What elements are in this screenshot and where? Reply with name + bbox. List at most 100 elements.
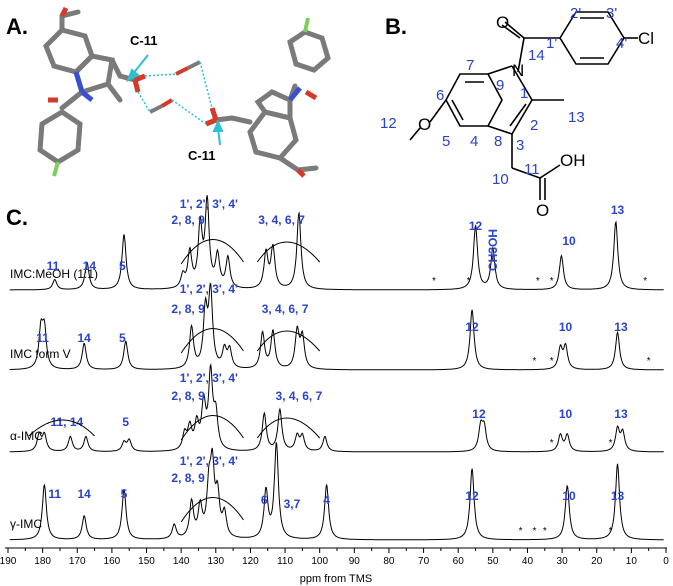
peak-label: 10 xyxy=(559,407,573,421)
peak-label: 11 xyxy=(47,259,60,273)
peak-label: 14 xyxy=(78,331,92,345)
x-tick-label: 90 xyxy=(349,556,361,567)
atom-o-ether: O xyxy=(418,115,431,134)
num-13: 13 xyxy=(568,109,585,126)
peak-label: 6 xyxy=(261,493,268,507)
panel-a-letter: A. xyxy=(6,14,28,39)
group-arc xyxy=(180,328,244,354)
spinning-sideband-marker: * xyxy=(550,356,554,367)
peak-label: 12 xyxy=(469,219,483,233)
peak-label: 13 xyxy=(614,407,628,421)
spectrum-trace xyxy=(9,282,664,371)
x-tick-label: 110 xyxy=(277,556,293,567)
peak-label: 1', 2', 3', 4' xyxy=(180,282,238,296)
peak-label: 10 xyxy=(562,234,576,248)
num-3: 3 xyxy=(516,137,524,154)
peak-label: 10 xyxy=(559,320,573,334)
x-axis-title: ppm from TMS xyxy=(300,573,373,585)
num-3p: 3' xyxy=(606,5,617,22)
peak-label: 3, 4, 6, 7 xyxy=(258,213,305,227)
peak-label: 13 xyxy=(614,320,628,334)
num-4p: 4' xyxy=(616,35,627,52)
peak-label: 13 xyxy=(611,203,625,217)
group-arc xyxy=(180,239,244,265)
x-tick-label: 80 xyxy=(383,556,395,567)
spinning-sideband-marker: * xyxy=(543,526,547,537)
x-tick-label: 140 xyxy=(173,556,190,567)
peak-label: 5 xyxy=(119,259,126,273)
x-tick-label: 40 xyxy=(522,556,534,567)
spectrum-name: γ-IMC xyxy=(10,517,42,531)
peak-label: 10 xyxy=(562,489,576,503)
num-4: 4 xyxy=(470,133,478,150)
peak-label: 5 xyxy=(119,331,126,345)
peak-label: 14 xyxy=(78,487,92,501)
peak-label: 1', 2', 3', 4' xyxy=(180,454,238,468)
group-arc xyxy=(256,417,321,439)
x-tick-label: 130 xyxy=(207,556,224,567)
num-8: 8 xyxy=(494,133,502,150)
peak-label: 12 xyxy=(465,320,479,334)
x-tick-label: 190 xyxy=(0,556,17,567)
spinning-sideband-marker: * xyxy=(647,356,651,367)
spinning-sideband-marker: * xyxy=(609,438,613,449)
x-tick-label: 20 xyxy=(591,556,603,567)
panel-c-letter: C. xyxy=(6,205,28,230)
x-tick-label: 0 xyxy=(663,556,669,567)
spectrum-trace xyxy=(9,195,664,291)
num-12: 12 xyxy=(380,115,397,132)
x-tick-label: 50 xyxy=(487,556,499,567)
peak-label: 2, 8, 9 xyxy=(171,302,205,316)
peak-label: 11 xyxy=(48,487,61,501)
group-arc xyxy=(28,419,95,437)
x-tick-label: 100 xyxy=(311,556,328,567)
peak-label: 14 xyxy=(83,259,97,273)
num-1: 1 xyxy=(520,85,528,102)
spectrum-name: α-IMC xyxy=(10,429,43,443)
peak-label: 3, 4, 6, 7 xyxy=(262,302,309,316)
group-arc xyxy=(180,497,244,523)
num-2: 2 xyxy=(530,117,538,134)
peak-label: 2, 8, 9 xyxy=(171,213,205,227)
peak-label: 1', 2', 3', 4' xyxy=(180,197,238,211)
num-7: 7 xyxy=(466,57,474,74)
atom-n: N xyxy=(512,61,524,80)
c11-label-bottom: C-11 xyxy=(188,148,215,163)
peak-label: 3,7 xyxy=(284,497,301,511)
spinning-sideband-marker: * xyxy=(550,276,554,287)
spinning-sideband-marker: * xyxy=(643,276,647,287)
num-14: 14 xyxy=(528,47,545,64)
panel-b-letter: B. xyxy=(385,14,407,39)
num-5: 5 xyxy=(442,133,450,150)
spinning-sideband-marker: * xyxy=(519,526,523,537)
num-1p: 1' xyxy=(546,35,557,52)
x-tick-label: 160 xyxy=(104,556,121,567)
atom-oh: OH xyxy=(560,151,586,170)
num-10: 10 xyxy=(492,171,509,188)
peak-label: 4 xyxy=(323,493,330,507)
spectrum-name: IMC form V xyxy=(10,347,71,361)
peak-label: 3, 4, 6, 7 xyxy=(276,389,323,403)
peak-label: 12 xyxy=(472,407,486,421)
peak-label: 13 xyxy=(611,489,625,503)
crystal-structure-image xyxy=(37,6,331,178)
indomethacin-structure xyxy=(409,11,638,200)
x-tick-label: 170 xyxy=(69,556,86,567)
spinning-sideband-marker: * xyxy=(432,276,436,287)
peak-label: CH3OH xyxy=(486,229,500,271)
x-tick-label: 70 xyxy=(418,556,430,567)
peak-label: 5 xyxy=(122,415,129,429)
atom-o-carbonyl: O xyxy=(496,13,509,32)
num-6: 6 xyxy=(436,87,444,104)
spectrum-trace xyxy=(9,362,664,453)
peak-label: 11, 14 xyxy=(51,415,84,429)
x-tick-label: 60 xyxy=(453,556,465,567)
x-tick-label: 120 xyxy=(242,556,259,567)
x-tick-label: 10 xyxy=(626,556,638,567)
spectrum-name: IMC:MeOH (1:1) xyxy=(10,267,98,281)
atom-o-acid: O xyxy=(536,201,549,220)
spinning-sideband-marker: * xyxy=(532,356,536,367)
